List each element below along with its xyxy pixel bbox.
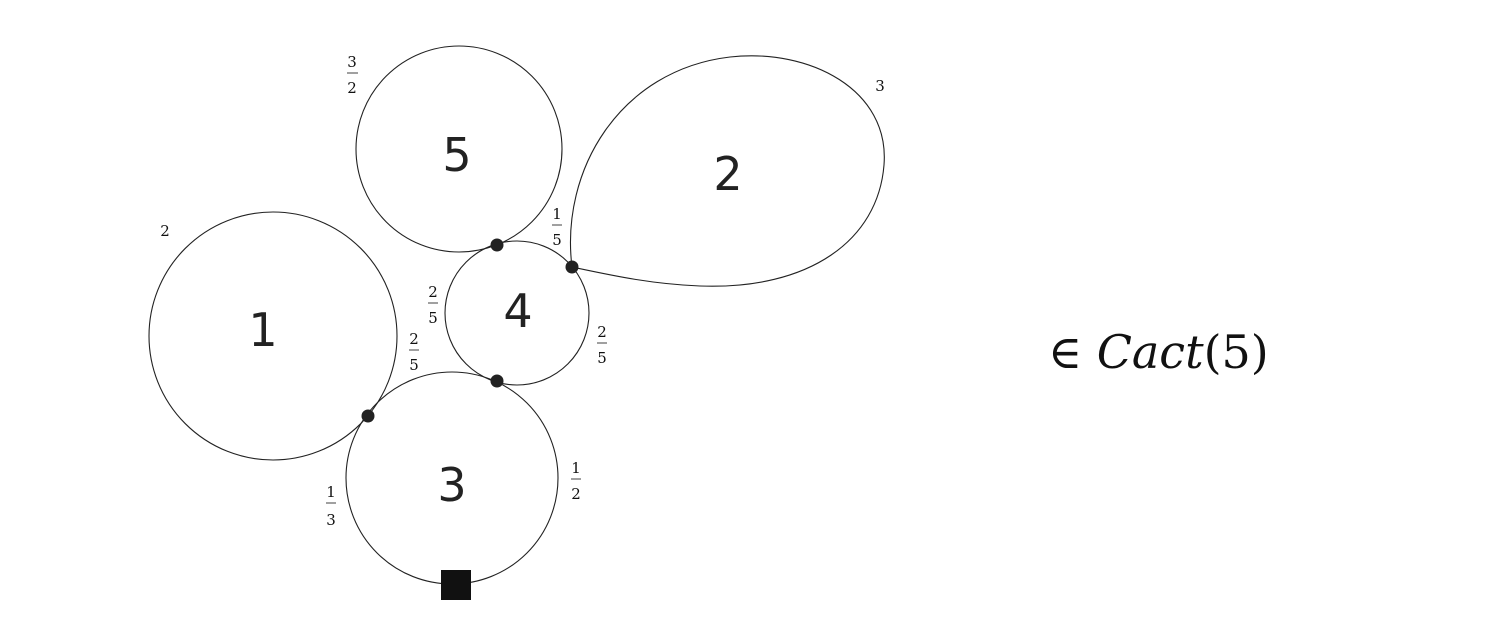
formula-close-paren: ) [1250,325,1269,379]
weight-denominator: 2 [571,485,581,503]
lobe-3-label: 3 [437,458,466,512]
weight-3-right: 1 2 [571,459,581,503]
junction-4-5 [490,238,504,252]
weight-3-to-1: 2 5 [409,330,419,374]
formula-name: Cact [1096,325,1204,379]
lobe-2-label: 2 [713,147,742,201]
lobe-5-circle [355,45,563,253]
junction-1-3 [361,409,375,423]
weight-lobe-1: 2 [160,222,170,240]
weight-4-right: 2 5 [597,323,607,367]
element-of-symbol: ∈ [1048,325,1083,379]
weight-4-to-2: 1 5 [552,205,562,249]
weight-denominator: 3 [326,511,336,529]
weight-numerator: 1 [326,483,336,501]
weight-lobe-2: 3 [875,77,885,95]
junction-3-4 [490,374,504,388]
lobe-5-label: 5 [442,128,471,182]
weight-numerator: 1 [552,205,562,223]
weight-denominator: 5 [428,309,438,327]
lobe-2-teardrop [570,55,885,287]
weight-numerator: 3 [347,53,357,71]
formula-arg: 5 [1221,325,1251,379]
weight-denominator: 5 [409,356,419,374]
lobe-4-label: 4 [503,284,532,338]
weight-4-left: 2 5 [428,283,438,327]
lobe-1-circle [148,211,398,461]
junction-4-2 [565,260,579,274]
weight-denominator: 5 [597,349,607,367]
weight-3-left: 1 3 [326,483,336,529]
formula-open-paren: ( [1203,325,1222,379]
root-marker [441,570,471,600]
lobe-4-circle [444,240,590,386]
membership-formula: ∈ Cact(5) [1048,322,1269,382]
weight-numerator: 2 [409,330,419,348]
weight-denominator: 5 [552,231,562,249]
weight-numerator: 2 [597,323,607,341]
weight-lobe-5: 3 2 [347,53,358,97]
weight-numerator: 2 [428,283,438,301]
weight-numerator: 1 [571,459,581,477]
lobe-1-label: 1 [248,303,277,357]
weight-denominator: 2 [347,79,357,97]
